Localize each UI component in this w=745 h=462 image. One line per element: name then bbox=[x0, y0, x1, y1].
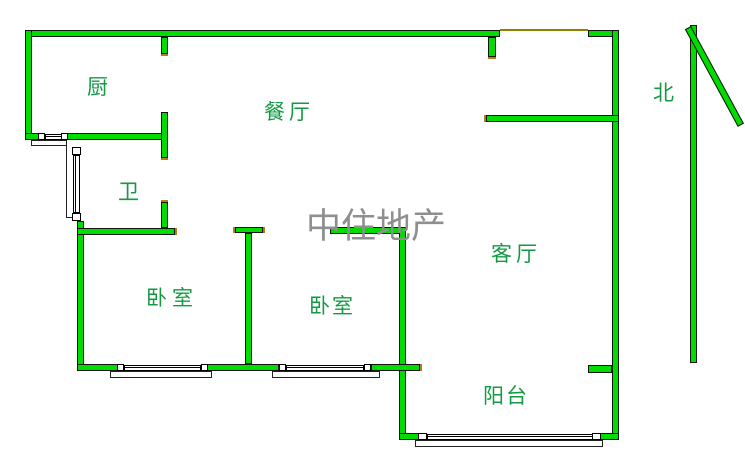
wall-bedroom-bottom-a bbox=[77, 364, 118, 371]
wall-end-cap bbox=[263, 227, 265, 233]
wall-end-cap bbox=[488, 57, 496, 59]
wall-end-cap bbox=[175, 228, 177, 235]
room-label-balcony: 阳台 bbox=[483, 385, 529, 408]
bedroom-middle-window-jamb bbox=[279, 364, 286, 371]
entry-alcove-line-h bbox=[66, 217, 76, 218]
wall-balcony-bottom-left bbox=[399, 433, 419, 440]
top-window-lintel bbox=[500, 29, 588, 31]
bedroom-left-window-jamb bbox=[117, 364, 124, 371]
balcony-window-jamb-right bbox=[592, 433, 601, 440]
kitchen-window-jamb-right bbox=[61, 133, 68, 140]
agency-watermark: 中住地产 bbox=[306, 207, 447, 246]
wall-kitchen-door-stub bbox=[161, 37, 168, 54]
entry-alcove-line-v bbox=[66, 146, 67, 218]
wall-living-left bbox=[399, 227, 406, 440]
wall-bedroom-bottom-b bbox=[207, 364, 279, 371]
north-arrow-staff bbox=[690, 25, 697, 363]
wall-bedroom-middle-left bbox=[245, 233, 252, 364]
wall-kitchen-bottom-right bbox=[67, 133, 168, 140]
room-label-bedroom-left: 卧室 bbox=[146, 287, 198, 310]
entry-door bbox=[73, 155, 80, 213]
entry-door-jamb-bottom bbox=[72, 213, 81, 221]
kitchen-window-jamb-left bbox=[38, 133, 45, 140]
bedroom-left-window-sill bbox=[110, 371, 212, 378]
bedroom-middle-window-sill bbox=[272, 371, 380, 378]
room-label-bathroom: 卫 bbox=[118, 181, 139, 204]
room-label-kitchen: 厨 bbox=[87, 76, 108, 99]
wall-left-kitchen bbox=[25, 30, 32, 140]
bedroom-left-window-jamb bbox=[201, 364, 208, 371]
wall-end-cap bbox=[161, 54, 168, 56]
room-label-bedroom-middle: 卧室 bbox=[309, 295, 355, 318]
wall-end-cap bbox=[420, 364, 422, 371]
wall-bedroom-middle-tcap bbox=[235, 227, 263, 233]
wall-balcony-bottom-right bbox=[599, 433, 619, 440]
wall-end-cap bbox=[484, 115, 486, 122]
wall-dining-living bbox=[486, 115, 619, 122]
wall-top-stub bbox=[488, 37, 496, 57]
kitchen-window bbox=[45, 134, 62, 140]
compass-north-label: 北 bbox=[653, 82, 674, 105]
entry-door-jamb-top bbox=[72, 147, 81, 155]
room-label-dining: 餐厅 bbox=[264, 101, 314, 124]
room-label-living: 客厅 bbox=[491, 243, 541, 266]
balcony-window bbox=[427, 434, 593, 440]
wall-bathroom-right-upper bbox=[161, 112, 168, 158]
kitchen-window-sill bbox=[31, 140, 67, 146]
wall-bedroom-left-top bbox=[77, 228, 175, 235]
wall-end-cap bbox=[233, 227, 235, 233]
balcony-window-jamb-left bbox=[418, 433, 427, 440]
wall-top-left-segment bbox=[25, 30, 500, 37]
wall-left-lower bbox=[77, 221, 84, 371]
wall-bathroom-right-lower bbox=[161, 202, 168, 228]
bedroom-middle-window-jamb bbox=[364, 364, 371, 371]
balcony-window-sill bbox=[415, 440, 603, 447]
wall-balcony-divider-right bbox=[588, 365, 612, 373]
wall-right-exterior bbox=[612, 30, 619, 440]
bedroom-left-window bbox=[124, 365, 201, 371]
bedroom-middle-window bbox=[286, 365, 364, 371]
wall-end-cap bbox=[161, 158, 168, 160]
wall-end-cap bbox=[161, 200, 168, 202]
wall-bedroom-bottom-c bbox=[371, 364, 420, 371]
